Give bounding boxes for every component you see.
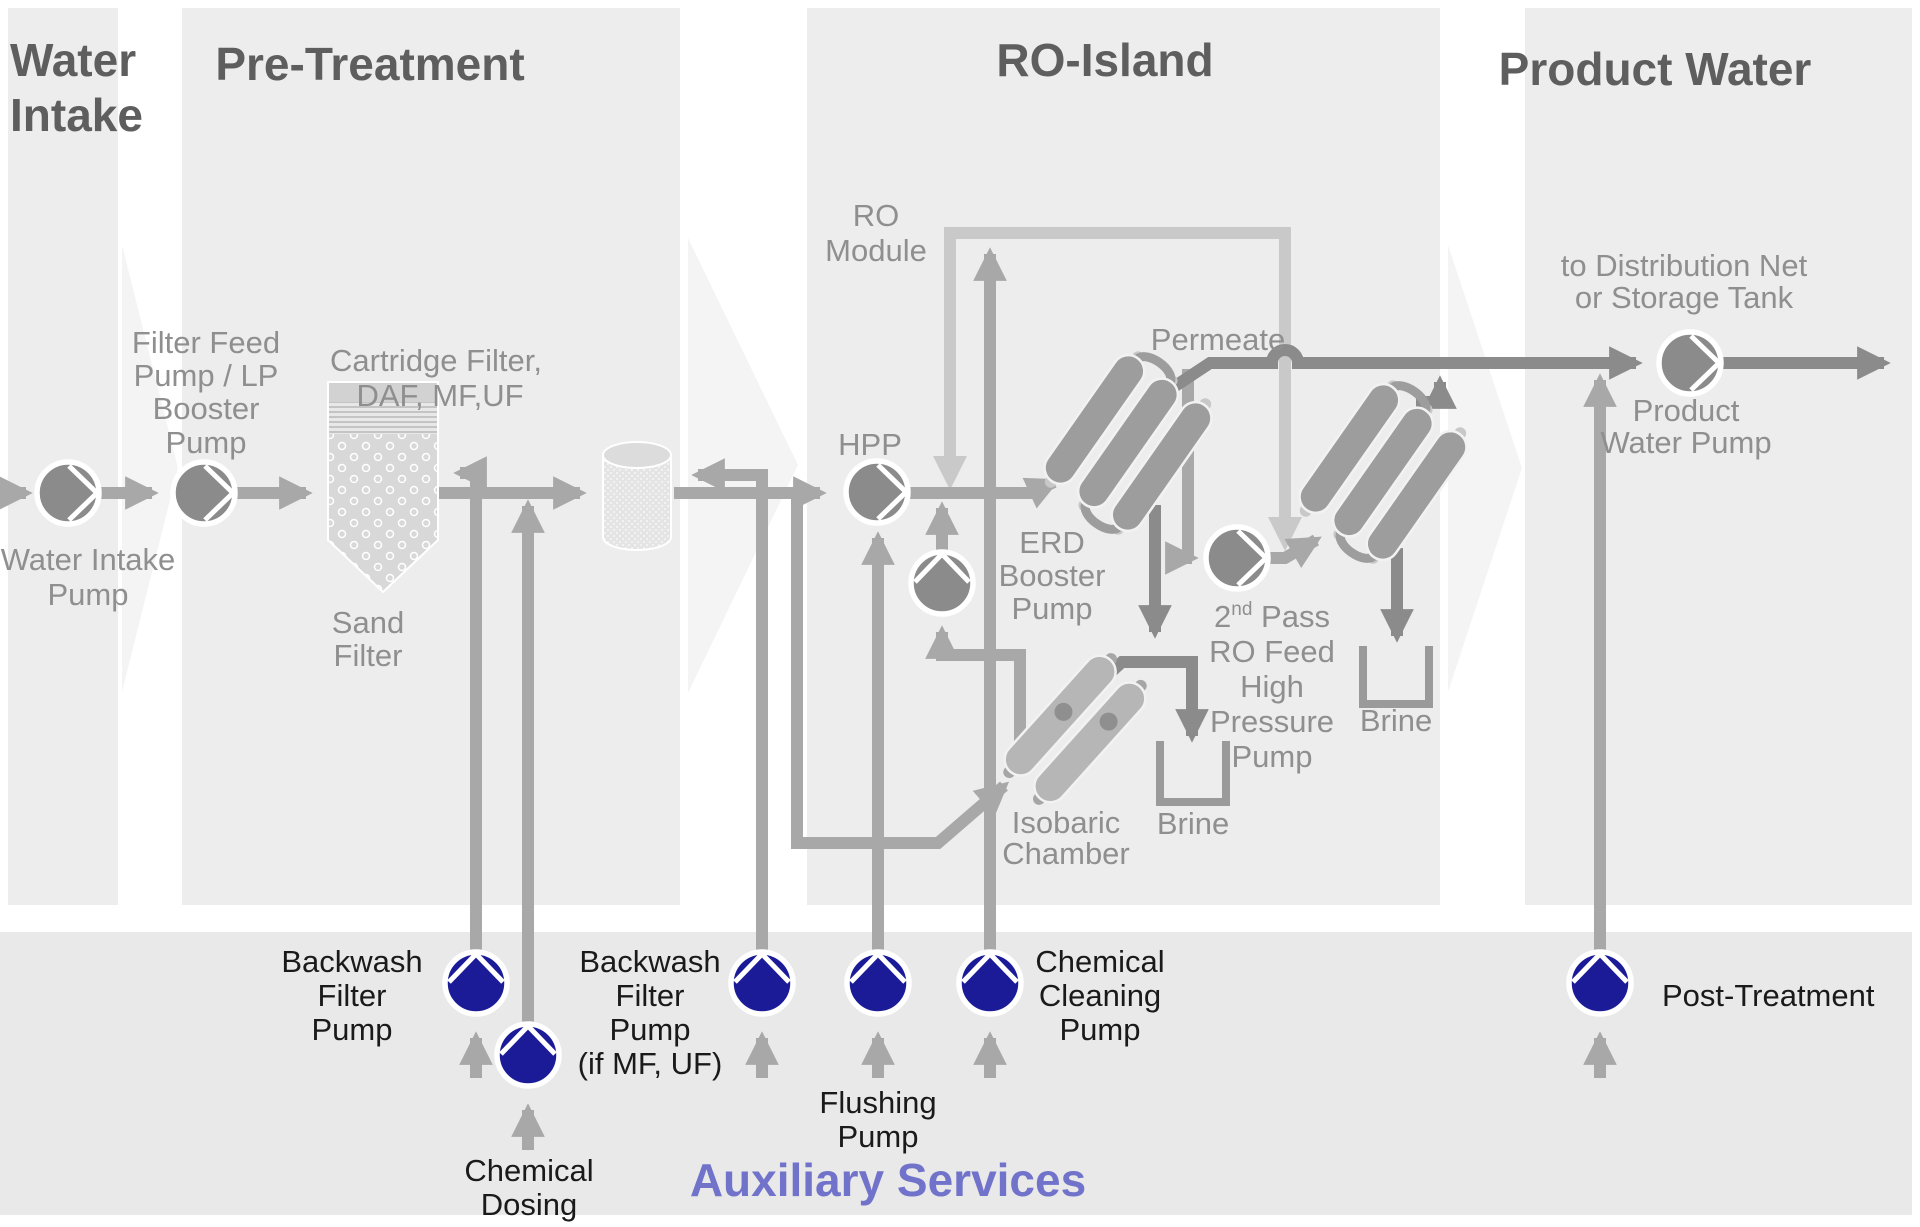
isobaric-chamber-label: Isobaric	[1012, 805, 1121, 840]
chemical-dosing-pump	[497, 1024, 559, 1086]
header-pre-treatment: Pre-Treatment	[215, 38, 524, 90]
section-divider-arrow-icon	[688, 238, 798, 693]
svg-text:Module: Module	[825, 233, 927, 268]
post-treatment-pump	[1569, 952, 1631, 1014]
brine-label-first: Brine	[1157, 806, 1229, 841]
hpp-pump	[846, 461, 908, 523]
brine-bucket-second	[1359, 646, 1433, 708]
backwash-filter-pump-1-label: Backwash	[281, 944, 422, 979]
backwash-line-sand-filter	[453, 456, 487, 952]
backwash-filter-pump-2-label: Backwash	[579, 944, 720, 979]
svg-text:Filter: Filter	[334, 638, 403, 673]
sand-filter-label: Sand	[332, 605, 404, 640]
section-divider-arrow-icon	[122, 245, 178, 692]
svg-text:RO Feed: RO Feed	[1209, 634, 1335, 669]
header-auxiliary-services: Auxiliary Services	[690, 1154, 1086, 1206]
svg-text:Pump: Pump	[312, 1012, 393, 1047]
second-pass-pump-label: 2nd Pass	[1214, 599, 1330, 634]
product-water-pump	[1659, 332, 1721, 394]
down-arrow-icon	[1268, 517, 1302, 551]
erd-booster-pump-label: ERD	[1019, 525, 1084, 560]
svg-text:Booster: Booster	[999, 558, 1106, 593]
process-lines	[0, 247, 1617, 1150]
permeate-brine-lines	[1093, 344, 1891, 743]
equipment-labels: Water Intake Pump Filter Feed Pump / LP …	[1, 198, 1808, 871]
brine-outlet-line	[1155, 656, 1209, 743]
cartridge-filter-label: Cartridge Filter,	[330, 343, 542, 378]
svg-text:Chamber: Chamber	[1002, 836, 1130, 871]
auxiliary-labels: Backwash Filter Pump Chemical Dosing Bac…	[281, 944, 1875, 1222]
second-pass-high-pressure-pump	[1206, 527, 1268, 589]
filter-feed-pump-label: Filter Feed	[132, 325, 280, 360]
distribution-label: to Distribution Net	[1561, 248, 1808, 283]
svg-text:Pump: Pump	[1012, 591, 1093, 626]
svg-text:Pressure: Pressure	[1210, 704, 1334, 739]
ro-module-label: RO	[853, 198, 900, 233]
svg-text:Pump: Pump	[166, 425, 247, 460]
chemical-cleaning-pump	[959, 952, 1021, 1014]
svg-text:(if MF, UF): (if MF, UF)	[578, 1046, 723, 1081]
permeate-label: Permeate	[1151, 322, 1285, 357]
down-arrow-icon	[933, 456, 967, 490]
erd-booster-pump	[911, 552, 973, 614]
section-headers: Water Intake Pre-Treatment RO-Island Pro…	[10, 34, 1811, 1206]
water-intake-pump-label: Water Intake	[1, 542, 176, 577]
backwash-filter-pump-1	[445, 952, 507, 1014]
chemical-cleaning-pump-label: Chemical	[1035, 944, 1164, 979]
post-treatment-label: Post-Treatment	[1662, 978, 1875, 1013]
chemical-dosing-label: Chemical	[464, 1153, 593, 1188]
header-ro-island: RO-Island	[996, 34, 1213, 86]
svg-text:Filter: Filter	[616, 978, 685, 1013]
svg-text:Water Pump: Water Pump	[1600, 425, 1771, 460]
svg-text:Pump / LP: Pump / LP	[134, 358, 279, 393]
flushing-pump-label: Flushing	[819, 1085, 936, 1120]
brine-bucket-first	[1156, 741, 1230, 806]
brine-label-second: Brine	[1360, 703, 1432, 738]
backwash-line-cartridge-filter	[691, 458, 768, 952]
second-pass-module-feed-line	[1267, 534, 1322, 569]
svg-text:Pump: Pump	[1060, 1012, 1141, 1047]
panel-water-intake	[8, 8, 118, 905]
svg-text:Pump: Pump	[610, 1012, 691, 1047]
svg-text:Cleaning: Cleaning	[1039, 978, 1161, 1013]
svg-text:High: High	[1240, 669, 1304, 704]
panel-product-water	[1525, 8, 1912, 905]
cartridge-filter	[602, 441, 672, 551]
ro-recirculation-lines	[933, 227, 1302, 551]
header-water-intake-2: Intake	[10, 89, 143, 141]
header-water-intake: Water	[10, 34, 136, 86]
permeate-line	[1144, 344, 1643, 410]
header-product-water: Product Water	[1499, 43, 1812, 95]
svg-text:DAF, MF,UF: DAF, MF,UF	[356, 378, 523, 413]
filter-feed-pump	[173, 462, 235, 524]
erd-suction-line	[925, 625, 1026, 754]
second-pass-feed-line	[1165, 369, 1199, 575]
isobaric-feed-line	[791, 499, 1010, 849]
flushing-pump	[847, 952, 909, 1014]
svg-text:or Storage Tank: or Storage Tank	[1575, 280, 1794, 315]
hpp-label: HPP	[838, 427, 902, 462]
svg-text:Booster: Booster	[153, 391, 260, 426]
water-intake-pump	[37, 462, 99, 524]
section-divider-arrow-icon	[1448, 245, 1522, 692]
svg-text:Pump: Pump	[1232, 739, 1313, 774]
svg-text:Pump: Pump	[838, 1119, 919, 1154]
svg-text:Dosing: Dosing	[481, 1187, 578, 1222]
svg-text:Pump: Pump	[48, 577, 129, 612]
product-water-pump-label: Product	[1633, 393, 1740, 428]
backwash-filter-pump-2	[731, 952, 793, 1014]
svg-text:Filter: Filter	[318, 978, 387, 1013]
